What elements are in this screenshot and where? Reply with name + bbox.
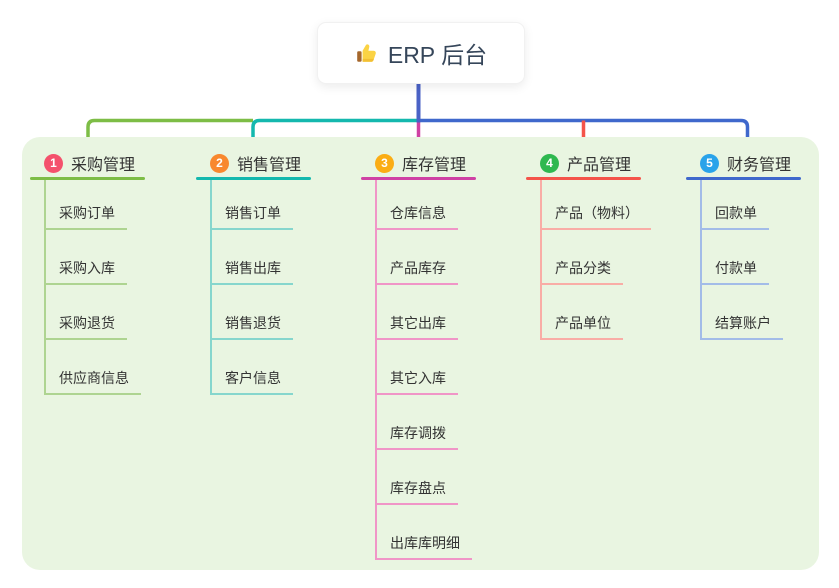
branch-item-node[interactable]: 销售订单 <box>212 180 293 230</box>
branch-item-node[interactable]: 回款单 <box>702 180 769 230</box>
branch-item-node[interactable]: 销售退货 <box>212 285 293 340</box>
branch-title-node[interactable]: 4 产品管理 <box>526 149 641 177</box>
branch-title-underline <box>526 177 641 180</box>
thumbs-up-icon <box>357 44 376 62</box>
branch-item-node[interactable]: 客户信息 <box>212 340 293 395</box>
branch-item-node[interactable]: 产品（物料） <box>542 180 651 230</box>
branch-item-node[interactable]: 仓库信息 <box>377 180 458 230</box>
branch-number-badge: 2 <box>210 153 229 173</box>
branch-title-label: 库存管理 <box>402 157 467 174</box>
root-node[interactable]: ERP 后台 <box>317 22 525 84</box>
branch-title-node[interactable]: 3 库存管理 <box>361 149 476 177</box>
branch-column-3: 3 库存管理 仓库信息产品库存其它出库其它入库库存调拨库存盘点出库库明细 <box>361 149 476 560</box>
branch-item-node[interactable]: 出库库明细 <box>377 505 472 560</box>
branch-title-label: 采购管理 <box>71 157 136 174</box>
branch-item-node[interactable]: 结算账户 <box>702 285 783 340</box>
branch-column-5: 5 财务管理 回款单付款单结算账户 <box>686 149 801 340</box>
branch-item-node[interactable]: 其它出库 <box>377 285 458 340</box>
branch-items: 产品（物料）产品分类产品单位 <box>540 180 651 340</box>
branch-title-underline <box>196 177 311 180</box>
branch-title-label: 产品管理 <box>567 157 632 174</box>
branch-item-node[interactable]: 库存调拨 <box>377 395 458 450</box>
branch-column-4: 4 产品管理 产品（物料）产品分类产品单位 <box>526 149 651 340</box>
branch-item-node[interactable]: 供应商信息 <box>46 340 141 395</box>
branch-item-node[interactable]: 采购订单 <box>46 180 127 230</box>
branches-panel <box>22 137 819 570</box>
branch-title-underline <box>686 177 801 180</box>
root-label: ERP 后台 <box>387 42 488 68</box>
branch-item-node[interactable]: 产品库存 <box>377 230 458 285</box>
branch-item-node[interactable]: 产品单位 <box>542 285 623 340</box>
branch-items: 销售订单销售出库销售退货客户信息 <box>210 180 311 395</box>
branch-item-node[interactable]: 库存盘点 <box>377 450 458 505</box>
branch-item-node[interactable]: 其它入库 <box>377 340 458 395</box>
branch-item-node[interactable]: 采购入库 <box>46 230 127 285</box>
branch-title-label: 财务管理 <box>727 157 792 174</box>
branch-item-node[interactable]: 付款单 <box>702 230 769 285</box>
branch-item-node[interactable]: 采购退货 <box>46 285 127 340</box>
branch-items: 回款单付款单结算账户 <box>700 180 801 340</box>
branch-title-label: 销售管理 <box>237 157 302 174</box>
branch-title-node[interactable]: 2 销售管理 <box>196 149 311 177</box>
branch-item-node[interactable]: 销售出库 <box>212 230 293 285</box>
branch-item-node[interactable]: 产品分类 <box>542 230 623 285</box>
branch-title-node[interactable]: 5 财务管理 <box>686 149 801 177</box>
branch-number-badge: 5 <box>700 153 719 173</box>
branch-column-1: 1 采购管理 采购订单采购入库采购退货供应商信息 <box>30 149 145 395</box>
branch-number-badge: 1 <box>44 153 63 173</box>
branch-items: 仓库信息产品库存其它出库其它入库库存调拨库存盘点出库库明细 <box>375 180 476 560</box>
branch-items: 采购订单采购入库采购退货供应商信息 <box>44 180 145 395</box>
branch-title-node[interactable]: 1 采购管理 <box>30 149 145 177</box>
branch-column-2: 2 销售管理 销售订单销售出库销售退货客户信息 <box>196 149 311 395</box>
branch-title-underline <box>361 177 476 180</box>
branch-number-badge: 3 <box>375 153 394 173</box>
branch-title-underline <box>30 177 145 180</box>
branch-number-badge: 4 <box>540 153 559 173</box>
